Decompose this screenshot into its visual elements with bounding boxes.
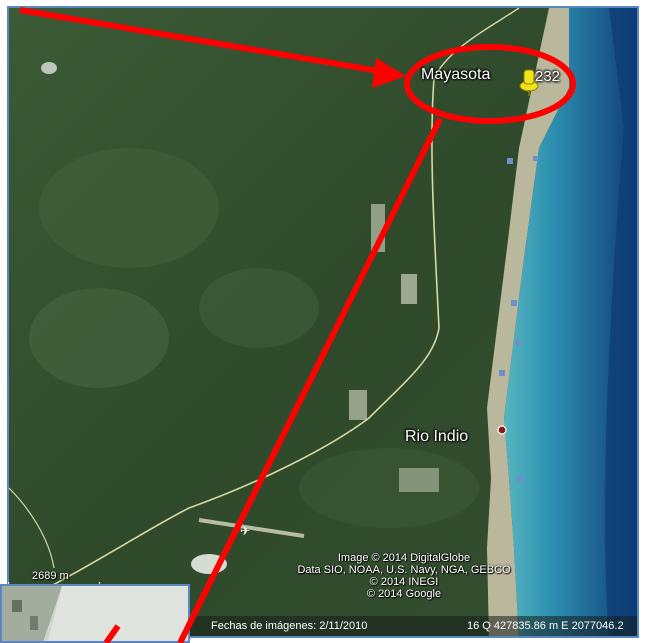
caribbean-sea	[504, 8, 637, 636]
clearing	[371, 204, 385, 252]
place-label-rio-indio[interactable]: Rio Indio	[405, 428, 469, 445]
coastline	[487, 8, 629, 636]
clearing	[401, 274, 417, 304]
inset-map[interactable]	[0, 584, 190, 643]
credit-line: Image © 2014 DigitalGlobe	[337, 552, 471, 564]
rio-indio-marker[interactable]	[497, 425, 507, 435]
inset-imagery	[2, 586, 188, 641]
satellite-map[interactable]: ✈ Mayasota 232 Rio Indio Image © 2014 Di…	[7, 6, 639, 638]
poi-marker	[507, 158, 513, 164]
credit-line: © 2014 INEGI	[369, 576, 439, 588]
forest-patch	[29, 288, 169, 388]
clearing	[399, 468, 439, 492]
poi-marker	[499, 370, 505, 376]
deep-water	[604, 8, 637, 636]
forest-patch	[299, 448, 479, 528]
airport-icon: ✈	[240, 524, 250, 538]
credit-line: Data SIO, NOAA, U.S. Navy, NGA, GEBCO	[297, 564, 511, 576]
credit-line: © 2014 Google	[366, 588, 442, 600]
place-label-mayasota[interactable]: Mayasota	[421, 66, 491, 83]
forest-patch	[199, 268, 319, 348]
cursor-coordinates: 16 Q 427835.86 m E 2077046.2	[467, 620, 624, 632]
poi-marker	[511, 300, 517, 306]
poi-marker	[515, 340, 521, 346]
poi-marker	[533, 156, 538, 161]
imagery-credits: Image © 2014 DigitalGlobe Data SIO, NOAA…	[294, 552, 514, 600]
cloud	[191, 554, 227, 574]
poi-marker	[517, 476, 523, 482]
cloud	[41, 62, 57, 74]
satellite-imagery: ✈	[9, 8, 637, 636]
pushpin-number: 232	[535, 68, 561, 85]
secondary-road	[9, 487, 55, 569]
scale-label: 2689 m	[32, 570, 69, 582]
forest-patch	[39, 148, 219, 268]
clearing	[349, 390, 367, 420]
status-bar: Fechas de imágenes: 2/11/2010 16 Q 42783…	[189, 616, 637, 636]
imagery-date: Fechas de imágenes: 2/11/2010	[211, 620, 368, 632]
